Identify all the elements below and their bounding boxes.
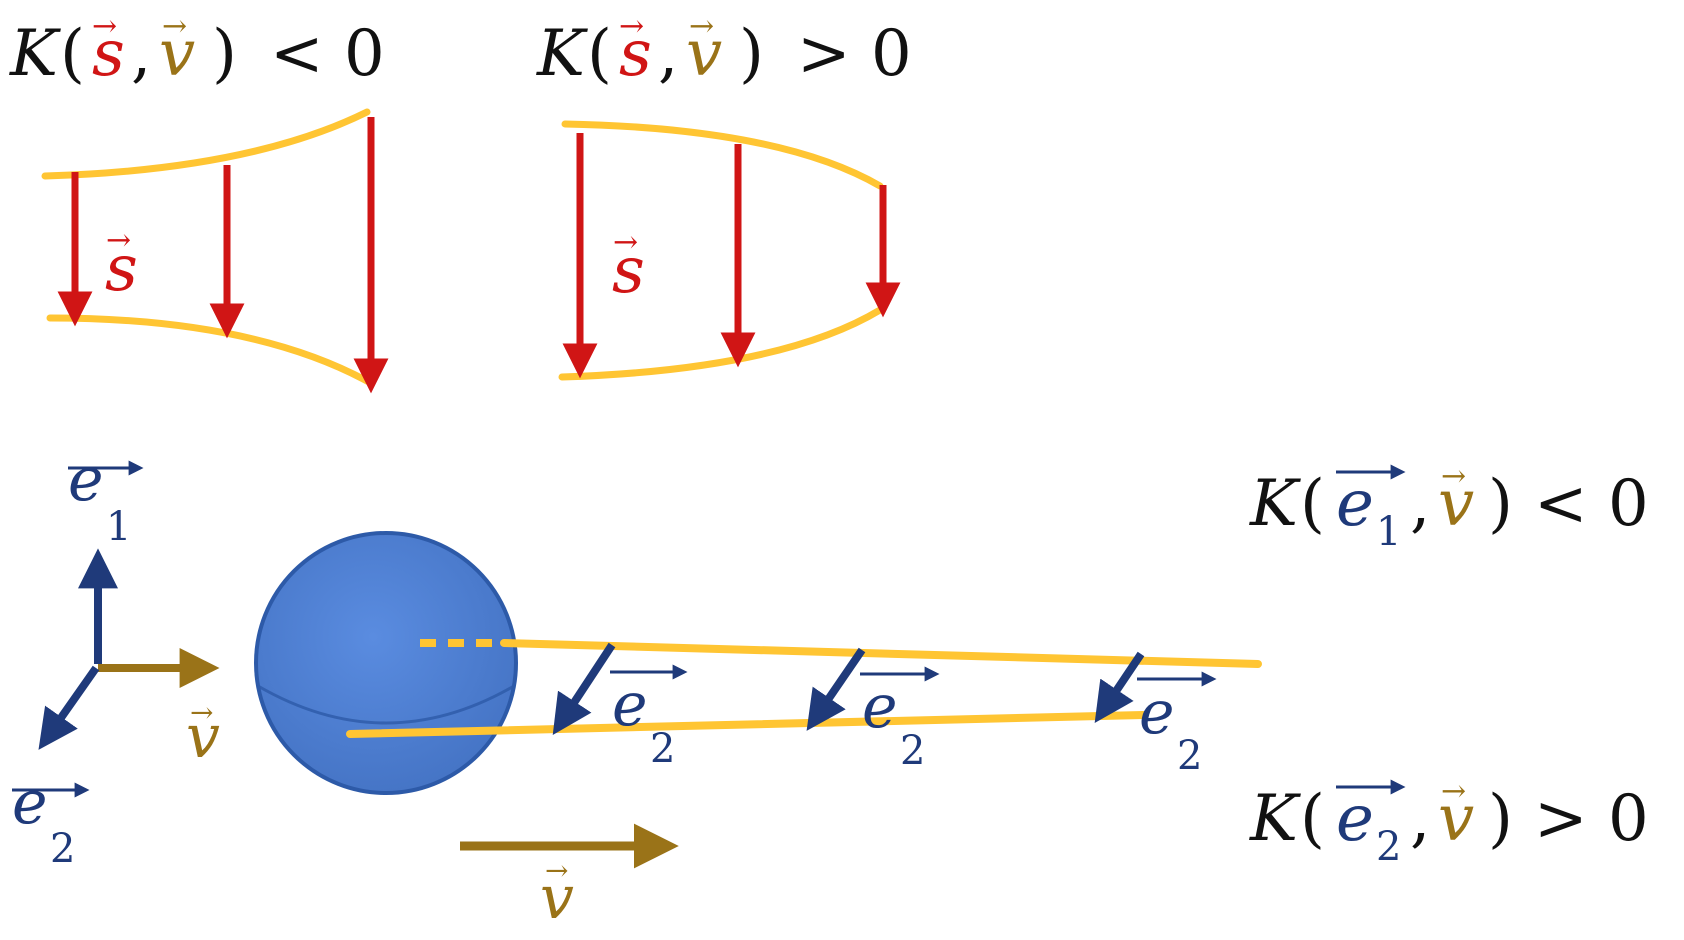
formula-close-paren: ) <box>212 17 237 91</box>
formula-subscript: 1 <box>1376 509 1401 555</box>
vector-arrow-s: → <box>613 225 638 260</box>
label-e: e <box>68 445 104 515</box>
formula-relation: < 0 <box>1534 467 1649 541</box>
label-subscript: 2 <box>50 826 75 872</box>
formula-v: v <box>1438 467 1474 541</box>
formula-v: v <box>1438 782 1474 856</box>
formula-K: K <box>536 17 588 91</box>
formula-K: K <box>1249 467 1301 541</box>
label-subscript: 2 <box>1177 733 1202 779</box>
formula-top-left: K ( s → , v → ) < 0 <box>9 9 385 91</box>
e2-arrow <box>806 647 866 731</box>
label-s: s <box>105 232 138 306</box>
formula-e: e <box>1336 467 1374 541</box>
formula-top-right: K ( s → , v → ) > 0 <box>536 9 912 91</box>
geodesic-upper <box>500 639 1262 668</box>
vector-arrow-v: → <box>689 9 714 44</box>
geodesic-lower <box>46 314 371 385</box>
vector-arrow-s: → <box>106 223 131 258</box>
diverging-geodesics: s → <box>41 108 389 394</box>
formula-close-paren: ) <box>739 17 764 91</box>
vector-arrow-v: → <box>545 854 568 887</box>
formula-relation: > 0 <box>797 17 912 91</box>
formula-comma: , <box>658 17 678 91</box>
formula-s: s <box>619 17 652 91</box>
vector-arrow-v: → <box>162 9 187 44</box>
vector-arrow-s: → <box>619 9 644 44</box>
coordinate-axes: e 1 v → e 2 <box>12 445 220 872</box>
label-e: e <box>612 670 648 740</box>
geodesic-upper <box>41 108 371 180</box>
formula-relation: > 0 <box>1534 782 1649 856</box>
label-v: v <box>186 702 220 772</box>
formula-v: v <box>159 17 195 91</box>
formula-comma: , <box>1410 467 1430 541</box>
geodesic-lower <box>346 711 1147 738</box>
formula-K: K <box>9 17 61 91</box>
formula-e: e <box>1336 782 1374 856</box>
e2-arrow <box>1094 651 1145 723</box>
formula-open-paren: ( <box>587 17 612 91</box>
formula-K: K <box>1249 782 1301 856</box>
geodesic-lower <box>558 306 884 381</box>
axis-e2-arrow <box>38 665 100 750</box>
formula-close-paren: ) <box>1488 782 1513 856</box>
sphere <box>254 531 518 795</box>
label-e: e <box>1139 678 1175 748</box>
formula-open-paren: ( <box>1300 782 1325 856</box>
vector-arrow-v: → <box>1441 459 1466 494</box>
vector-arrow-s: → <box>92 9 117 44</box>
label-subscript: 2 <box>900 728 925 774</box>
sphere-equator <box>257 684 515 725</box>
formula-open-paren: ( <box>1300 467 1325 541</box>
label-subscript: 1 <box>106 504 131 550</box>
label-v: v <box>540 863 574 933</box>
formula-right-lower: K ( e 2 , v → ) > 0 <box>1249 774 1649 870</box>
geodesic-upper <box>561 120 884 190</box>
formula-s: s <box>92 17 125 91</box>
label-e: e <box>12 768 48 838</box>
vector-arrow-v: → <box>1441 774 1466 809</box>
formula-relation: < 0 <box>270 17 385 91</box>
formula-comma: , <box>1410 782 1430 856</box>
label-e: e <box>862 672 898 742</box>
e2-arrow <box>552 642 616 736</box>
label-s: s <box>612 234 645 308</box>
sphere-bundle: e 2 e 2 e 2 v → <box>254 531 1262 933</box>
vector-arrow-v: → <box>190 696 213 729</box>
formula-close-paren: ) <box>1488 467 1513 541</box>
formula-open-paren: ( <box>60 17 85 91</box>
formula-comma: , <box>131 17 151 91</box>
formula-v: v <box>686 17 722 91</box>
label-subscript: 2 <box>650 726 675 772</box>
formula-right-upper: K ( e 1 , v → ) < 0 <box>1249 459 1649 555</box>
formula-subscript: 2 <box>1376 824 1401 870</box>
converging-geodesics: s → <box>558 120 901 381</box>
